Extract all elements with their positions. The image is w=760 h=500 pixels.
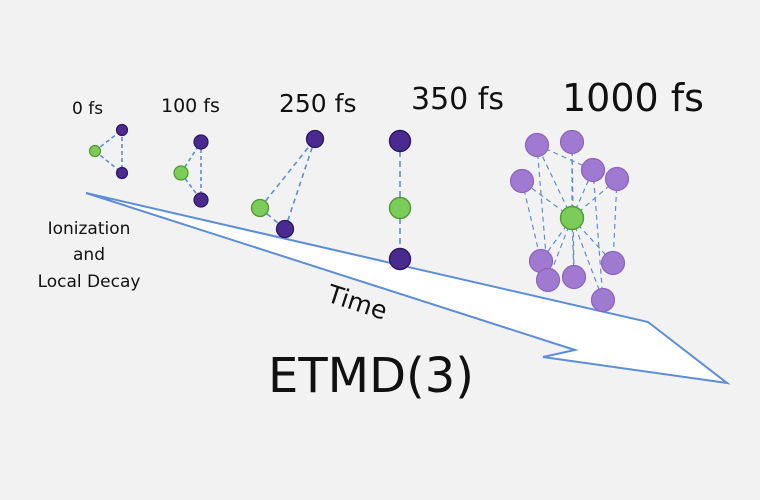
- neighbor-node: [305, 129, 325, 149]
- time-label-1000fs: 1000 fs: [562, 76, 704, 120]
- ionization-line: and: [73, 245, 105, 266]
- ion-node: [559, 205, 585, 231]
- snapshot-250fs: [250, 129, 325, 239]
- time-label-0fs: 0 fs: [72, 99, 104, 119]
- ion-node: [388, 196, 412, 220]
- time-label-100fs: 100 fs: [161, 95, 220, 117]
- faded-neighbor-node: [535, 267, 561, 293]
- snapshot-100fs: [173, 134, 209, 208]
- neighbor-node: [388, 129, 412, 153]
- neighbor-node: [115, 166, 129, 180]
- time-label-350fs: 350 fs: [411, 82, 504, 117]
- snapshot-1000fs-atoms: [509, 129, 630, 313]
- bond-line: [571, 217, 604, 301]
- time-arrow: [85, 192, 731, 385]
- bond-line: [592, 169, 604, 301]
- ion-node: [250, 198, 270, 218]
- neighbor-node: [115, 123, 129, 137]
- process-title: ETMD(3): [268, 348, 475, 404]
- ionization-caption: Ionization and Local Decay: [28, 216, 150, 295]
- neighbor-node: [275, 219, 295, 239]
- ionization-line: Ionization: [47, 219, 131, 239]
- snapshot-350fs: [388, 129, 412, 271]
- bond-line: [521, 180, 542, 262]
- faded-neighbor-node: [590, 287, 616, 313]
- time-label-250fs: 250 fs: [279, 89, 357, 118]
- bond-line: [536, 144, 573, 219]
- faded-neighbor-node: [604, 166, 630, 192]
- neighbor-node: [193, 192, 209, 208]
- snapshot-0fs: [88, 123, 129, 180]
- neighbor-node: [193, 134, 209, 150]
- faded-neighbor-node: [561, 264, 587, 290]
- faded-neighbor-node: [509, 168, 535, 194]
- faded-neighbor-node: [580, 157, 606, 183]
- faded-neighbor-node: [600, 250, 626, 276]
- ion-node: [173, 165, 189, 181]
- faded-neighbor-node: [524, 132, 550, 158]
- bond-line: [259, 138, 316, 209]
- bond-line: [612, 178, 618, 264]
- ion-node: [88, 144, 102, 158]
- bond-line: [284, 138, 316, 230]
- ionization-line: Local Decay: [37, 271, 141, 292]
- faded-neighbor-node: [559, 129, 585, 155]
- neighbor-node: [388, 247, 412, 271]
